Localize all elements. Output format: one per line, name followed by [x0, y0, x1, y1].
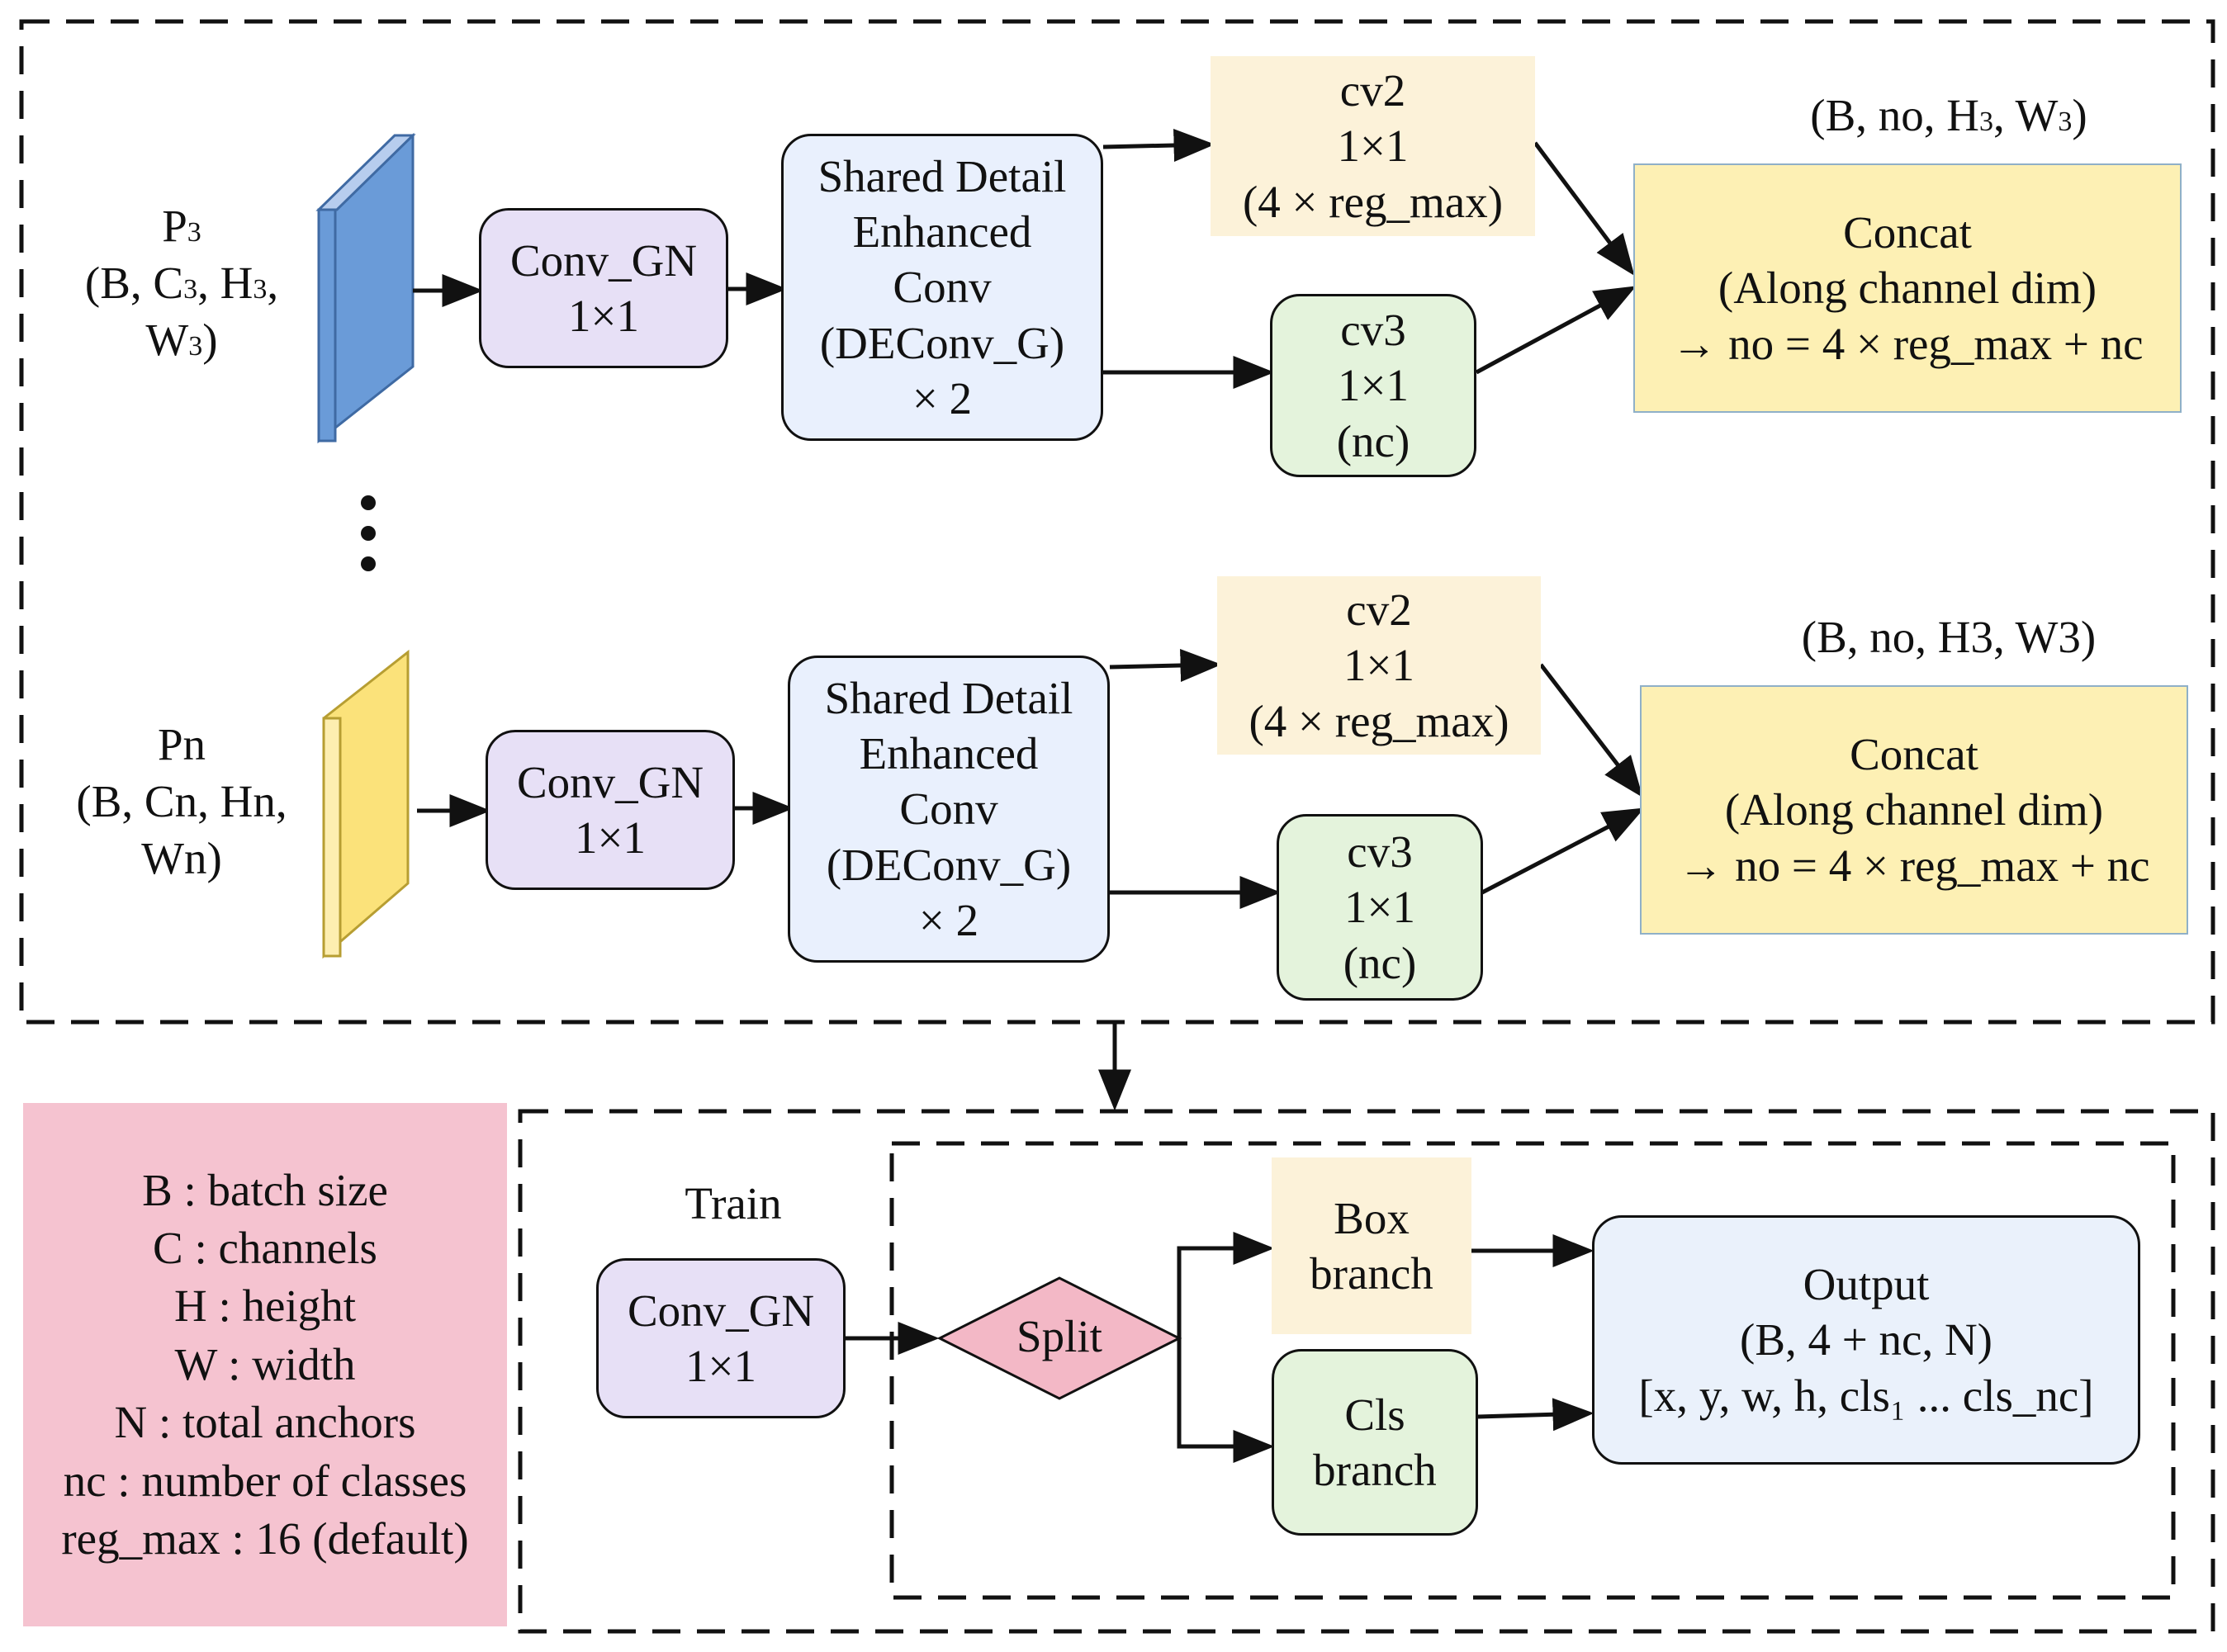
legend-item: B : batch size: [142, 1164, 388, 1215]
cv3-box-n: cv3 1×1 (nc): [1277, 814, 1483, 1001]
conv-gn-box: Conv_GN 1×1: [479, 208, 728, 368]
pn-feature-map: [322, 649, 410, 959]
conv-gn-box-n: Conv_GN 1×1: [486, 730, 735, 890]
arrow-cv2-to-concat-n: [1539, 663, 1643, 798]
split-group-frame: [889, 1141, 2176, 1600]
output-shape-pn: (B, no, H3, W3): [1801, 612, 2097, 662]
arrow-cls-to-output: [1477, 1398, 1594, 1432]
train-label: Train: [685, 1178, 782, 1228]
arrow-shared-to-cv2-n: [1109, 649, 1222, 682]
train-conv-gn-box: Conv_GN 1×1: [596, 1258, 846, 1418]
box-branch-box: Box branch: [1272, 1157, 1471, 1334]
output-box: Output (B, 4 + nc, N) [x, y, w, h, cls₁ …: [1592, 1215, 2140, 1465]
arrow-cv3-to-concat: [1475, 286, 1637, 375]
legend-item: nc : number of classes: [63, 1455, 467, 1506]
cv2-box-n: cv2 1×1 (4 × reg_max): [1217, 576, 1541, 755]
shared-detail-conv-box: Shared Detail Enhanced Conv (DEConv_G) ×…: [781, 134, 1103, 441]
concat-box-n: Concat (Along channel dim) → no = 4 × re…: [1640, 685, 2188, 935]
cv3-box: cv3 1×1 (nc): [1270, 294, 1476, 477]
cls-branch-box: Cls branch: [1272, 1349, 1478, 1536]
p3-feature-map: [315, 132, 416, 444]
legend-item: C : channels: [153, 1223, 377, 1274]
ellipsis-dots: [361, 495, 376, 571]
shared-detail-conv-box-n: Shared Detail Enhanced Conv (DEConv_G) ×…: [788, 656, 1110, 963]
cv2-box: cv2 1×1 (4 × reg_max): [1211, 56, 1535, 236]
arrow-cv2-to-concat: [1533, 141, 1635, 277]
train-group-frame: [518, 1109, 2215, 1634]
split-label: Split: [1016, 1311, 1102, 1361]
legend-item: N : total anchors: [114, 1397, 416, 1448]
output-shape-p3: (B, no, H3, W3): [1810, 90, 2087, 140]
legend-item: H : height: [174, 1280, 356, 1332]
arrow-split-to-cls: [1177, 1338, 1275, 1463]
p3-input-label: P3 (B, C3, H3, W3): [84, 201, 279, 365]
arrow-cv3-to-concat-n: [1481, 807, 1645, 895]
concat-box: Concat (Along channel dim) → no = 4 × re…: [1633, 163, 2182, 413]
legend-item: W : width: [174, 1338, 356, 1389]
arrow-split-to-box: [1177, 1232, 1275, 1338]
legend-item: reg_max : 16 (default): [61, 1512, 469, 1564]
legend-panel: B : batch size C : channels H : height W…: [23, 1103, 507, 1626]
top-group-frame: [19, 19, 2215, 1025]
arrow-shared-to-cv2: [1102, 129, 1215, 162]
pn-input-label: Pn (B, Cn, Hn, Wn): [76, 719, 287, 883]
